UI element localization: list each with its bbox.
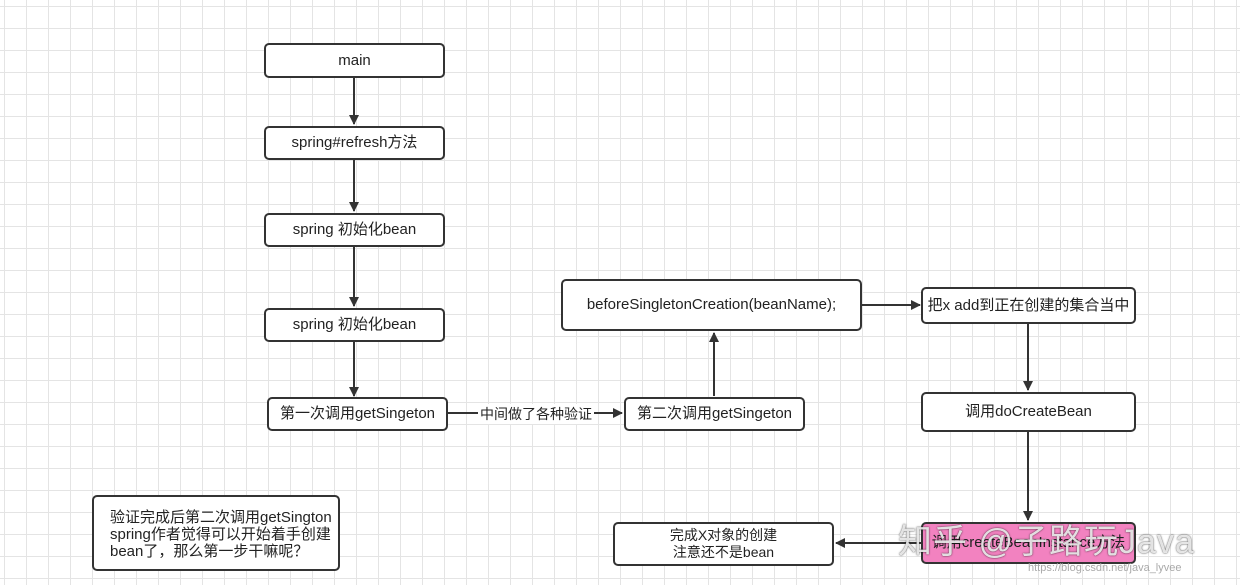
watermark-url: https://blog.csdn.net/java_lyvee <box>1028 562 1182 574</box>
node-refresh-label: spring#refresh方法 <box>291 134 418 151</box>
edge-label-validation: 中间做了各种验证 <box>478 404 594 424</box>
node-second-call: 第二次调用getSingeton <box>624 397 805 431</box>
note-line1: 验证完成后第二次调用getSington <box>110 509 332 526</box>
note-line3: bean了，那么第一步干嘛呢？ <box>110 543 309 560</box>
node-main: main <box>264 43 445 78</box>
node-add-x: 把x add到正在创建的集合当中 <box>921 287 1136 324</box>
node-refresh: spring#refresh方法 <box>264 126 445 160</box>
node-create-bean-instance: 调用createBeanInstance方法 <box>921 522 1136 564</box>
watermark-zhihu: 知乎 @子路玩Java <box>898 523 1195 561</box>
node-before-singleton-creation: beforeSingletonCreation(beanName); <box>561 279 862 331</box>
node-first-call-label: 第一次调用getSingeton <box>279 405 436 422</box>
node-before-singleton-creation-label: beforeSingletonCreation(beanName); <box>586 296 837 313</box>
node-main-label: main <box>338 51 371 69</box>
node-init-bean-2-label: spring 初始化bean <box>292 316 417 333</box>
note-line2: spring作者觉得可以开始着手创建 <box>110 526 331 543</box>
node-add-x-label: 把x add到正在创建的集合当中 <box>927 296 1130 314</box>
node-complete-x-line1: 完成X对象的创建 <box>669 527 778 543</box>
node-first-call: 第一次调用getSingeton <box>267 397 448 431</box>
node-do-create-bean: 调用doCreateBean <box>921 392 1136 432</box>
node-second-call-label: 第二次调用getSingeton <box>636 405 793 422</box>
node-init-bean-1: spring 初始化bean <box>264 213 445 247</box>
node-init-bean-1-label: spring 初始化bean <box>292 221 417 238</box>
node-complete-x: 完成X对象的创建 注意还不是bean <box>613 522 834 566</box>
note-box: 验证完成后第二次调用getSington spring作者觉得可以开始着手创建 … <box>92 495 340 571</box>
node-init-bean-2: spring 初始化bean <box>264 308 445 342</box>
node-complete-x-line2: 注意还不是bean <box>672 544 775 560</box>
node-create-bean-instance-label: 调用createBeanInstance方法 <box>931 534 1126 551</box>
node-do-create-bean-label: 调用doCreateBean <box>965 403 1092 420</box>
